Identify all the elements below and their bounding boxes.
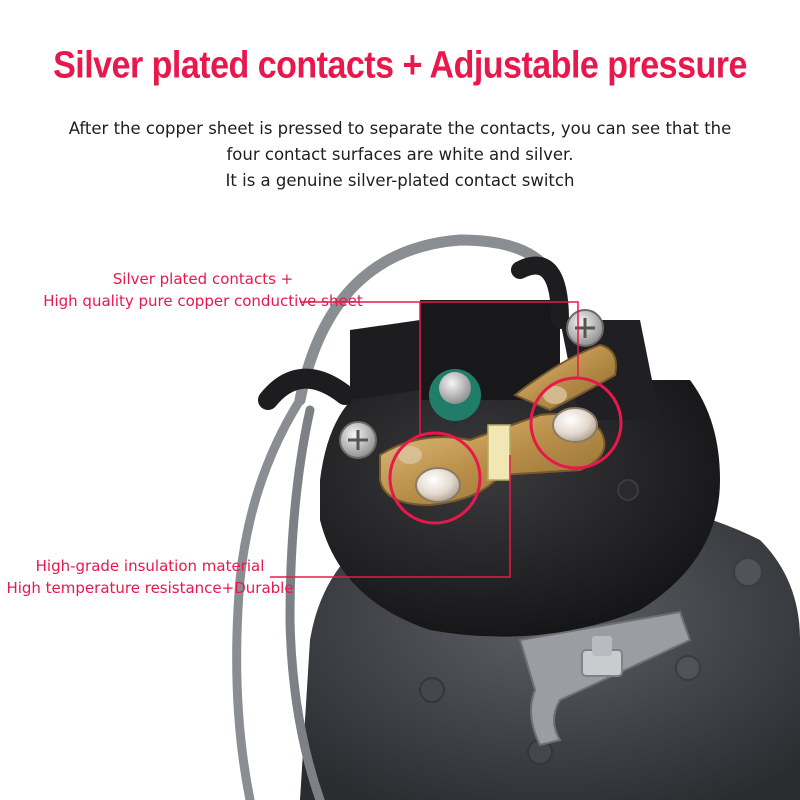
callout-line: Silver plated contacts + (112, 270, 294, 288)
terminal-screws (339, 309, 604, 459)
silver-contacts (398, 386, 598, 503)
headline: Silver plated contacts + Adjustable pres… (53, 43, 747, 87)
grey-cable (232, 234, 569, 800)
description: After the copper sheet is pressed to sep… (40, 116, 760, 194)
callout-insulation: High-grade insulation material High temp… (0, 555, 300, 599)
callout-markers (270, 301, 623, 578)
description-line: four contact surfaces are white and silv… (226, 145, 574, 164)
description-line: It is a genuine silver-plated contact sw… (225, 171, 575, 190)
callout-line: High-grade insulation material (35, 557, 265, 575)
description-line: After the copper sheet is pressed to sep… (68, 119, 732, 138)
callout-line: High temperature resistance+Durable (6, 579, 294, 597)
callout-silver-contacts: Silver plated contacts + High quality pu… (18, 268, 388, 312)
callout-line: High quality pure copper conductive shee… (43, 292, 363, 310)
